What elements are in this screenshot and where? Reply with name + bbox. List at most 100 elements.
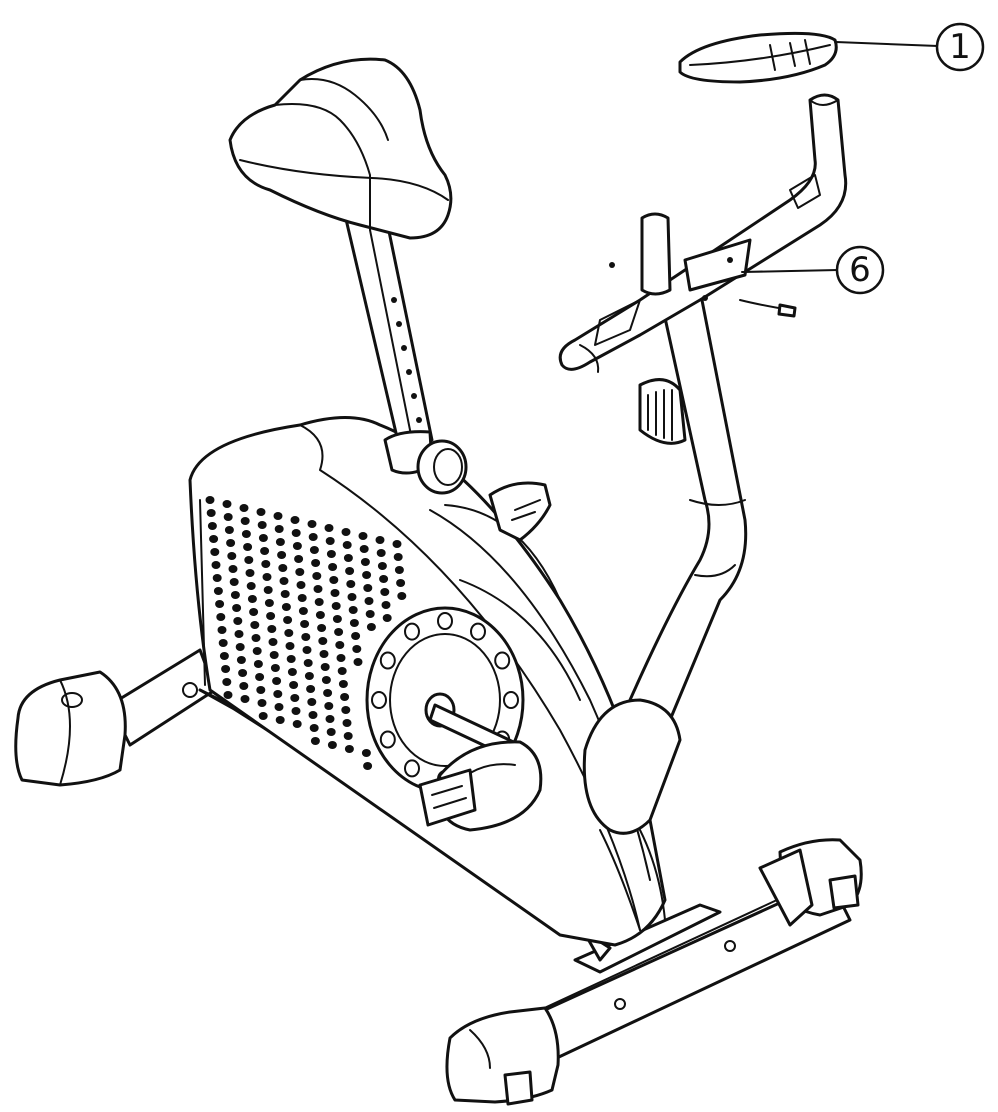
vent-dot [290, 516, 300, 524]
vent-dot [266, 612, 276, 620]
vent-dot [392, 540, 402, 548]
vent-dot [240, 517, 250, 525]
vent-dot [326, 550, 336, 558]
vent-dot [324, 524, 334, 532]
leader-lines [741, 41, 939, 273]
disc-hole [379, 651, 396, 670]
vent-dot [307, 698, 317, 706]
seat-post-holes [391, 297, 422, 423]
vent-dot [331, 602, 341, 610]
vent-dot [360, 558, 370, 566]
vent-dot [319, 650, 329, 658]
vent-dot [313, 585, 323, 593]
vent-dot [377, 562, 387, 570]
vent-dot [243, 543, 253, 551]
vent-dot [241, 530, 251, 538]
vent-dot [358, 532, 368, 540]
vent-dot [257, 699, 267, 707]
vent-dot [275, 716, 285, 724]
vent-dot [246, 582, 256, 590]
vent-dot [263, 586, 273, 594]
vent-dot [232, 604, 242, 612]
vent-dot [227, 552, 237, 560]
vent-dot [396, 579, 406, 587]
vent-dot [320, 663, 330, 671]
seat-assembly [228, 57, 468, 495]
vent-dot [346, 580, 356, 588]
disc-hole [494, 651, 511, 670]
vent-dot [218, 639, 228, 647]
vent-dot [302, 646, 312, 654]
vent-dot [353, 658, 363, 666]
vent-dot [375, 536, 385, 544]
vent-dot [304, 672, 314, 680]
seat-post-hole [401, 345, 407, 351]
vent-dot [336, 654, 346, 662]
vent-dot [295, 568, 305, 576]
vent-dot [280, 590, 290, 598]
vent-dot [256, 508, 266, 516]
vent-dot [253, 660, 263, 668]
vent-dot [285, 642, 295, 650]
vent-dot [206, 509, 216, 517]
vent-dot-pattern [205, 496, 407, 770]
vent-dot [300, 620, 310, 628]
vent-dot [274, 703, 284, 711]
vent-dot [344, 745, 354, 753]
vent-dot [317, 624, 327, 632]
vent-dot [382, 614, 392, 622]
front-stabilizer [445, 838, 863, 1106]
vent-dot [277, 551, 287, 559]
vent-dot [307, 520, 317, 528]
vent-dot [284, 629, 294, 637]
vent-dot [230, 591, 240, 599]
vent-dot [268, 638, 278, 646]
vent-dot [213, 587, 223, 595]
vent-dot [258, 712, 268, 720]
vent-dot [294, 555, 304, 563]
vent-dot [244, 556, 254, 564]
vent-dot [363, 762, 373, 770]
vent-dot [323, 689, 333, 697]
vent-dot [238, 669, 248, 677]
vent-dot [352, 645, 362, 653]
vent-dot [216, 613, 226, 621]
disc-hole [379, 730, 396, 749]
vent-dot [247, 595, 257, 603]
vent-dot [221, 665, 231, 673]
seat-post-hole [396, 321, 402, 327]
vent-dot [233, 617, 243, 625]
disc-hole [404, 622, 420, 641]
vent-dot [308, 533, 318, 541]
vent-dot [359, 545, 369, 553]
disc-hole [437, 612, 453, 630]
vent-dot [376, 549, 386, 557]
vent-dot [249, 608, 259, 616]
callout-6: 6 [835, 245, 885, 295]
vent-dot [274, 525, 284, 533]
vent-dot [328, 563, 338, 571]
vent-dot [380, 588, 390, 596]
vent-dot [245, 569, 255, 577]
vent-dot [235, 643, 245, 651]
vent-dot [256, 686, 266, 694]
vent-dot [239, 504, 249, 512]
vent-dot [337, 667, 347, 675]
vent-dot [315, 611, 325, 619]
vent-dot [308, 711, 318, 719]
seat-post-hole [406, 369, 412, 375]
vent-dot [217, 626, 227, 634]
vent-dot [366, 623, 376, 631]
vent-dot [351, 632, 361, 640]
vent-dot [269, 651, 279, 659]
vent-dot [394, 566, 404, 574]
vent-dot [211, 561, 221, 569]
vent-dot [258, 534, 268, 542]
disc-hole [470, 622, 486, 641]
vent-dot [340, 693, 350, 701]
vent-dot [279, 577, 289, 585]
rear-pedal [488, 481, 552, 542]
vent-dot [397, 592, 407, 600]
vent-dot [298, 607, 308, 615]
vent-dot [303, 659, 313, 667]
